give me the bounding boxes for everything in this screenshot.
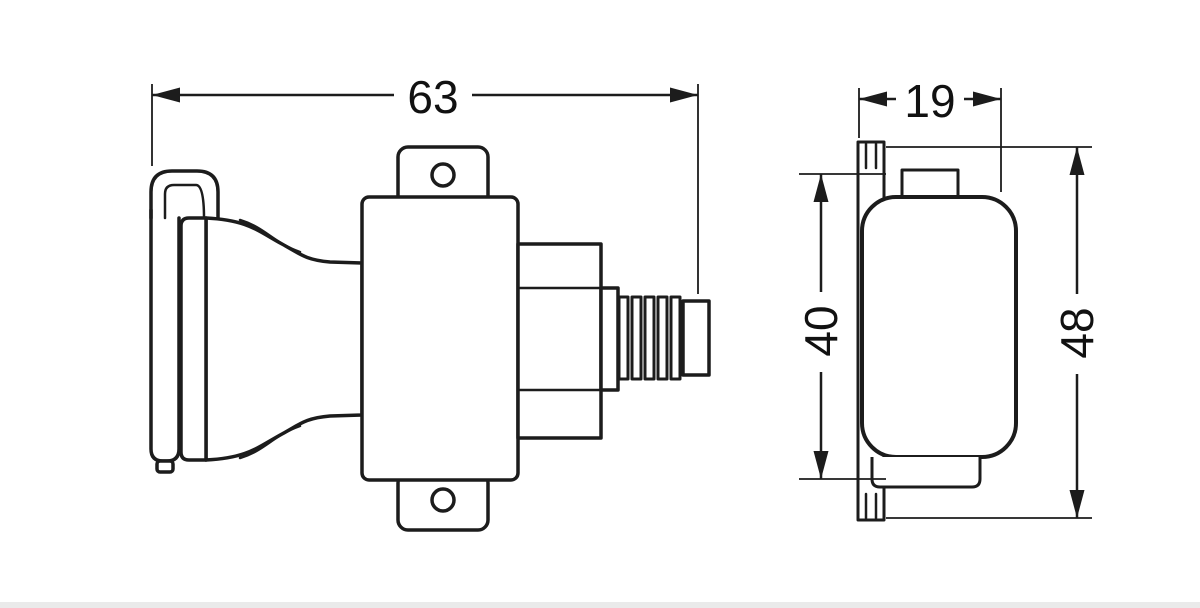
neck-step [599, 286, 620, 392]
plug-cover [179, 216, 364, 462]
page-bottom-edge [0, 602, 1200, 608]
housing-body [360, 195, 520, 482]
dimension-inner-height: 40 [795, 173, 886, 480]
gland-end-cap [681, 299, 711, 377]
mounting-tabs [396, 145, 490, 532]
front-view: 19 40 48 [795, 73, 1103, 522]
strap-tip [155, 459, 175, 474]
dimension-inner-height-label: 40 [795, 305, 847, 356]
front-body [860, 195, 1018, 459]
dimension-overall-height: 48 [886, 146, 1103, 519]
front-bottom-piece [870, 457, 982, 489]
cover-cap-band [179, 216, 208, 462]
dimension-overall-height-label: 48 [1051, 307, 1103, 358]
side-view: 63 [149, 68, 711, 532]
cable-outlet [516, 242, 711, 440]
dimension-depth-label: 19 [904, 75, 955, 127]
neck [516, 242, 603, 440]
dimension-depth: 19 [858, 73, 1002, 192]
bottom-mounting-hole [430, 487, 456, 513]
dimension-overall-width-label: 63 [407, 71, 458, 123]
top-mounting-hole [430, 162, 456, 188]
gland-ribs [617, 295, 682, 381]
dimension-overall-width: 63 [151, 68, 699, 294]
strap-loop [149, 169, 220, 474]
